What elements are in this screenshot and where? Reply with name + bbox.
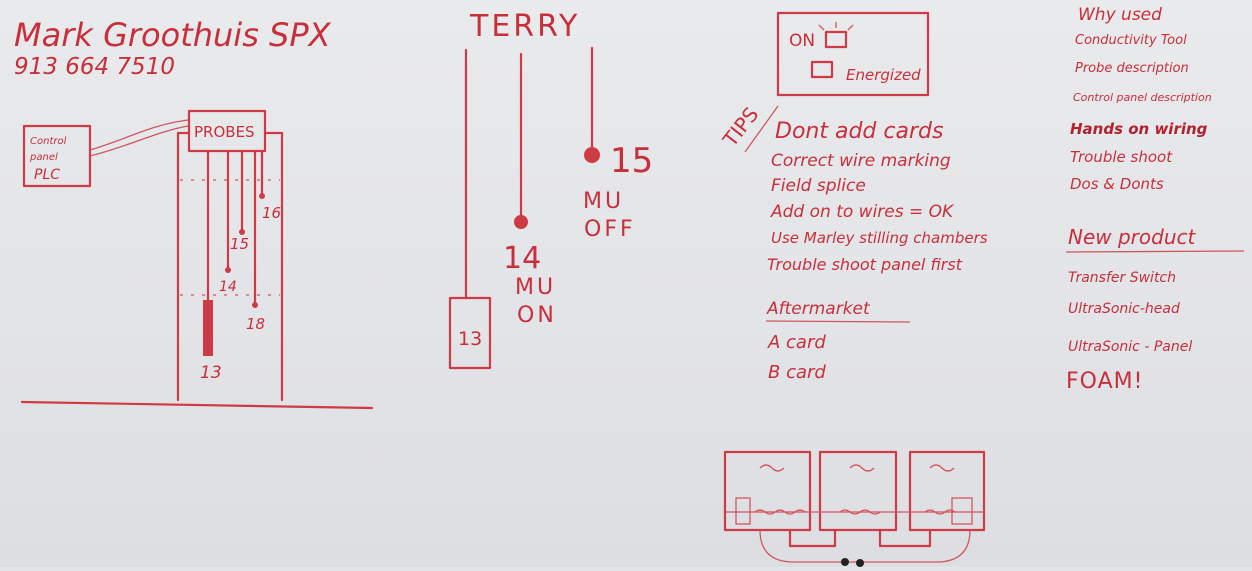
new-product-item-4: FOAM!	[1066, 369, 1143, 394]
panel-wire-1	[89, 119, 189, 151]
new-product-item-3: UltraSonic - Panel	[1068, 339, 1192, 355]
new-product-item-1: Transfer Switch	[1068, 270, 1176, 286]
tip-item-5: Use Marley stilling chambers	[771, 229, 988, 247]
right-item-1: Why used	[1078, 5, 1162, 25]
new-product-item-2: UltraSonic-head	[1068, 301, 1180, 317]
basin-floor-line	[20, 400, 374, 410]
probes-head: PROBES	[187, 109, 267, 153]
tip-item-1: Dont add cards	[775, 119, 943, 144]
middle-probe-13-box: 13	[448, 296, 492, 370]
sketch-panel-1	[723, 450, 812, 532]
center-title: TERRY	[469, 9, 580, 44]
panel-wire-2	[89, 125, 189, 157]
middle-probe-14-line1: MU	[515, 275, 556, 300]
tip-item-3: Field splice	[771, 176, 866, 196]
status-indicator-on	[824, 30, 848, 49]
middle-probe-14-line2: ON	[517, 303, 557, 328]
middle-probe-14-number: 14	[503, 241, 541, 276]
status-on-label: ON	[789, 31, 815, 51]
middle-probe-15-line1: MU	[583, 189, 624, 214]
middle-probe-15-tip	[584, 147, 600, 163]
status-box: ON Energized	[776, 11, 930, 97]
aftermarket-underline	[765, 320, 911, 323]
status-energized-label: Energized	[846, 66, 921, 84]
aftermarket-heading: Aftermarket	[766, 299, 871, 319]
probe-number-13: 13	[200, 363, 222, 383]
tip-item-6: Trouble shoot panel first	[767, 255, 963, 274]
control-panel-line2: panel	[29, 152, 58, 163]
middle-probe-15-line2: OFF	[584, 217, 636, 242]
sketch-panel-3	[908, 450, 986, 532]
right-item-2: Conductivity Tool	[1075, 33, 1187, 48]
presenter-name: Mark Groothuis SPX	[14, 16, 332, 54]
right-item-4: Control panel description	[1073, 91, 1212, 104]
control-panel-line1: Control	[30, 136, 67, 147]
control-panel-box: Control panel PLC	[22, 124, 92, 188]
tip-item-2: Correct wire marking	[771, 151, 951, 171]
probe-number-14: 14	[219, 279, 237, 295]
probe-tip-13	[203, 300, 213, 356]
new-product-underline	[1065, 250, 1245, 253]
probe-number-15: 15	[230, 235, 249, 253]
middle-probe-15-number: 15	[610, 141, 653, 181]
sketch-panel-2	[818, 450, 898, 532]
probes-label: PROBES	[194, 123, 255, 141]
aftermarket-item-1: A card	[767, 332, 826, 353]
new-product-heading: New product	[1068, 225, 1197, 249]
marker-blob-2	[856, 559, 864, 567]
marker-blob-1	[841, 558, 849, 566]
presenter-phone: 913 664 7510	[14, 54, 175, 80]
probe-number-16: 16	[262, 204, 281, 222]
tip-item-4: Add on to wires = OK	[770, 202, 955, 222]
panels-sketch	[723, 450, 986, 563]
right-item-5: Hands on wiring	[1070, 120, 1208, 138]
right-item-6: Trouble shoot	[1070, 148, 1173, 166]
right-item-7: Dos & Donts	[1070, 175, 1164, 193]
middle-probe-14-tip	[514, 215, 528, 229]
probe-number-18: 18	[246, 315, 265, 333]
middle-probe-13-label: 13	[458, 328, 482, 350]
tips-heading: TIPS	[717, 103, 763, 152]
status-indicator-energized	[810, 60, 834, 79]
aftermarket-item-2: B card	[768, 362, 826, 383]
tips-underline	[744, 105, 779, 153]
control-panel-line3: PLC	[34, 167, 60, 183]
right-item-3: Probe description	[1075, 61, 1189, 76]
